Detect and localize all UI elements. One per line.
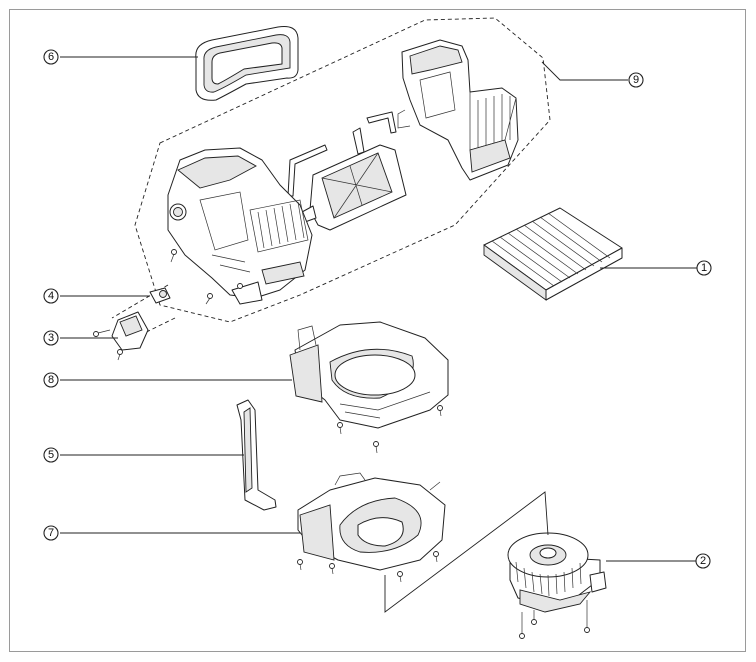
callout-label-8: 8 (48, 374, 54, 386)
blower-case-screws (297, 551, 439, 583)
callout-label-1: 1 (701, 262, 707, 274)
part-mode-actuator (93, 311, 149, 361)
part-blower-case (297, 472, 446, 571)
callout-label-9: 9 (633, 74, 639, 86)
motor-screws (519, 600, 590, 639)
callout-2: 2 (695, 553, 711, 569)
callout-1: 1 (696, 260, 712, 276)
part-intake-housing (289, 321, 449, 429)
callout-label-7: 7 (48, 527, 54, 539)
part-blower-motor (507, 532, 607, 613)
callout-label-2: 2 (700, 555, 706, 567)
part-actuator-small (149, 287, 171, 304)
assembly-bracket-line (384, 491, 549, 613)
part-heater-core-frame (301, 144, 407, 231)
case-screws (170, 249, 243, 305)
part-seal-strip (236, 399, 277, 511)
callout-9: 9 (628, 72, 644, 88)
callout-3: 3 (43, 330, 59, 346)
callout-label-3: 3 (48, 332, 54, 344)
callout-label-4: 4 (48, 290, 54, 302)
callout-7: 7 (43, 525, 59, 541)
callout-label-6: 6 (48, 51, 54, 63)
leader-lines (60, 56, 700, 562)
callout-label-5: 5 (48, 449, 54, 461)
callout-6: 6 (43, 49, 59, 65)
part-seal-gasket (195, 26, 299, 101)
callout-4: 4 (43, 288, 59, 304)
assembly-boundary-dashed (134, 17, 551, 323)
callout-5: 5 (43, 447, 59, 463)
part-main-case (167, 147, 313, 305)
part-air-filter (483, 207, 623, 301)
callout-8: 8 (43, 372, 59, 388)
part-duct-housing-upper (397, 39, 519, 181)
intake-screws (337, 405, 443, 454)
